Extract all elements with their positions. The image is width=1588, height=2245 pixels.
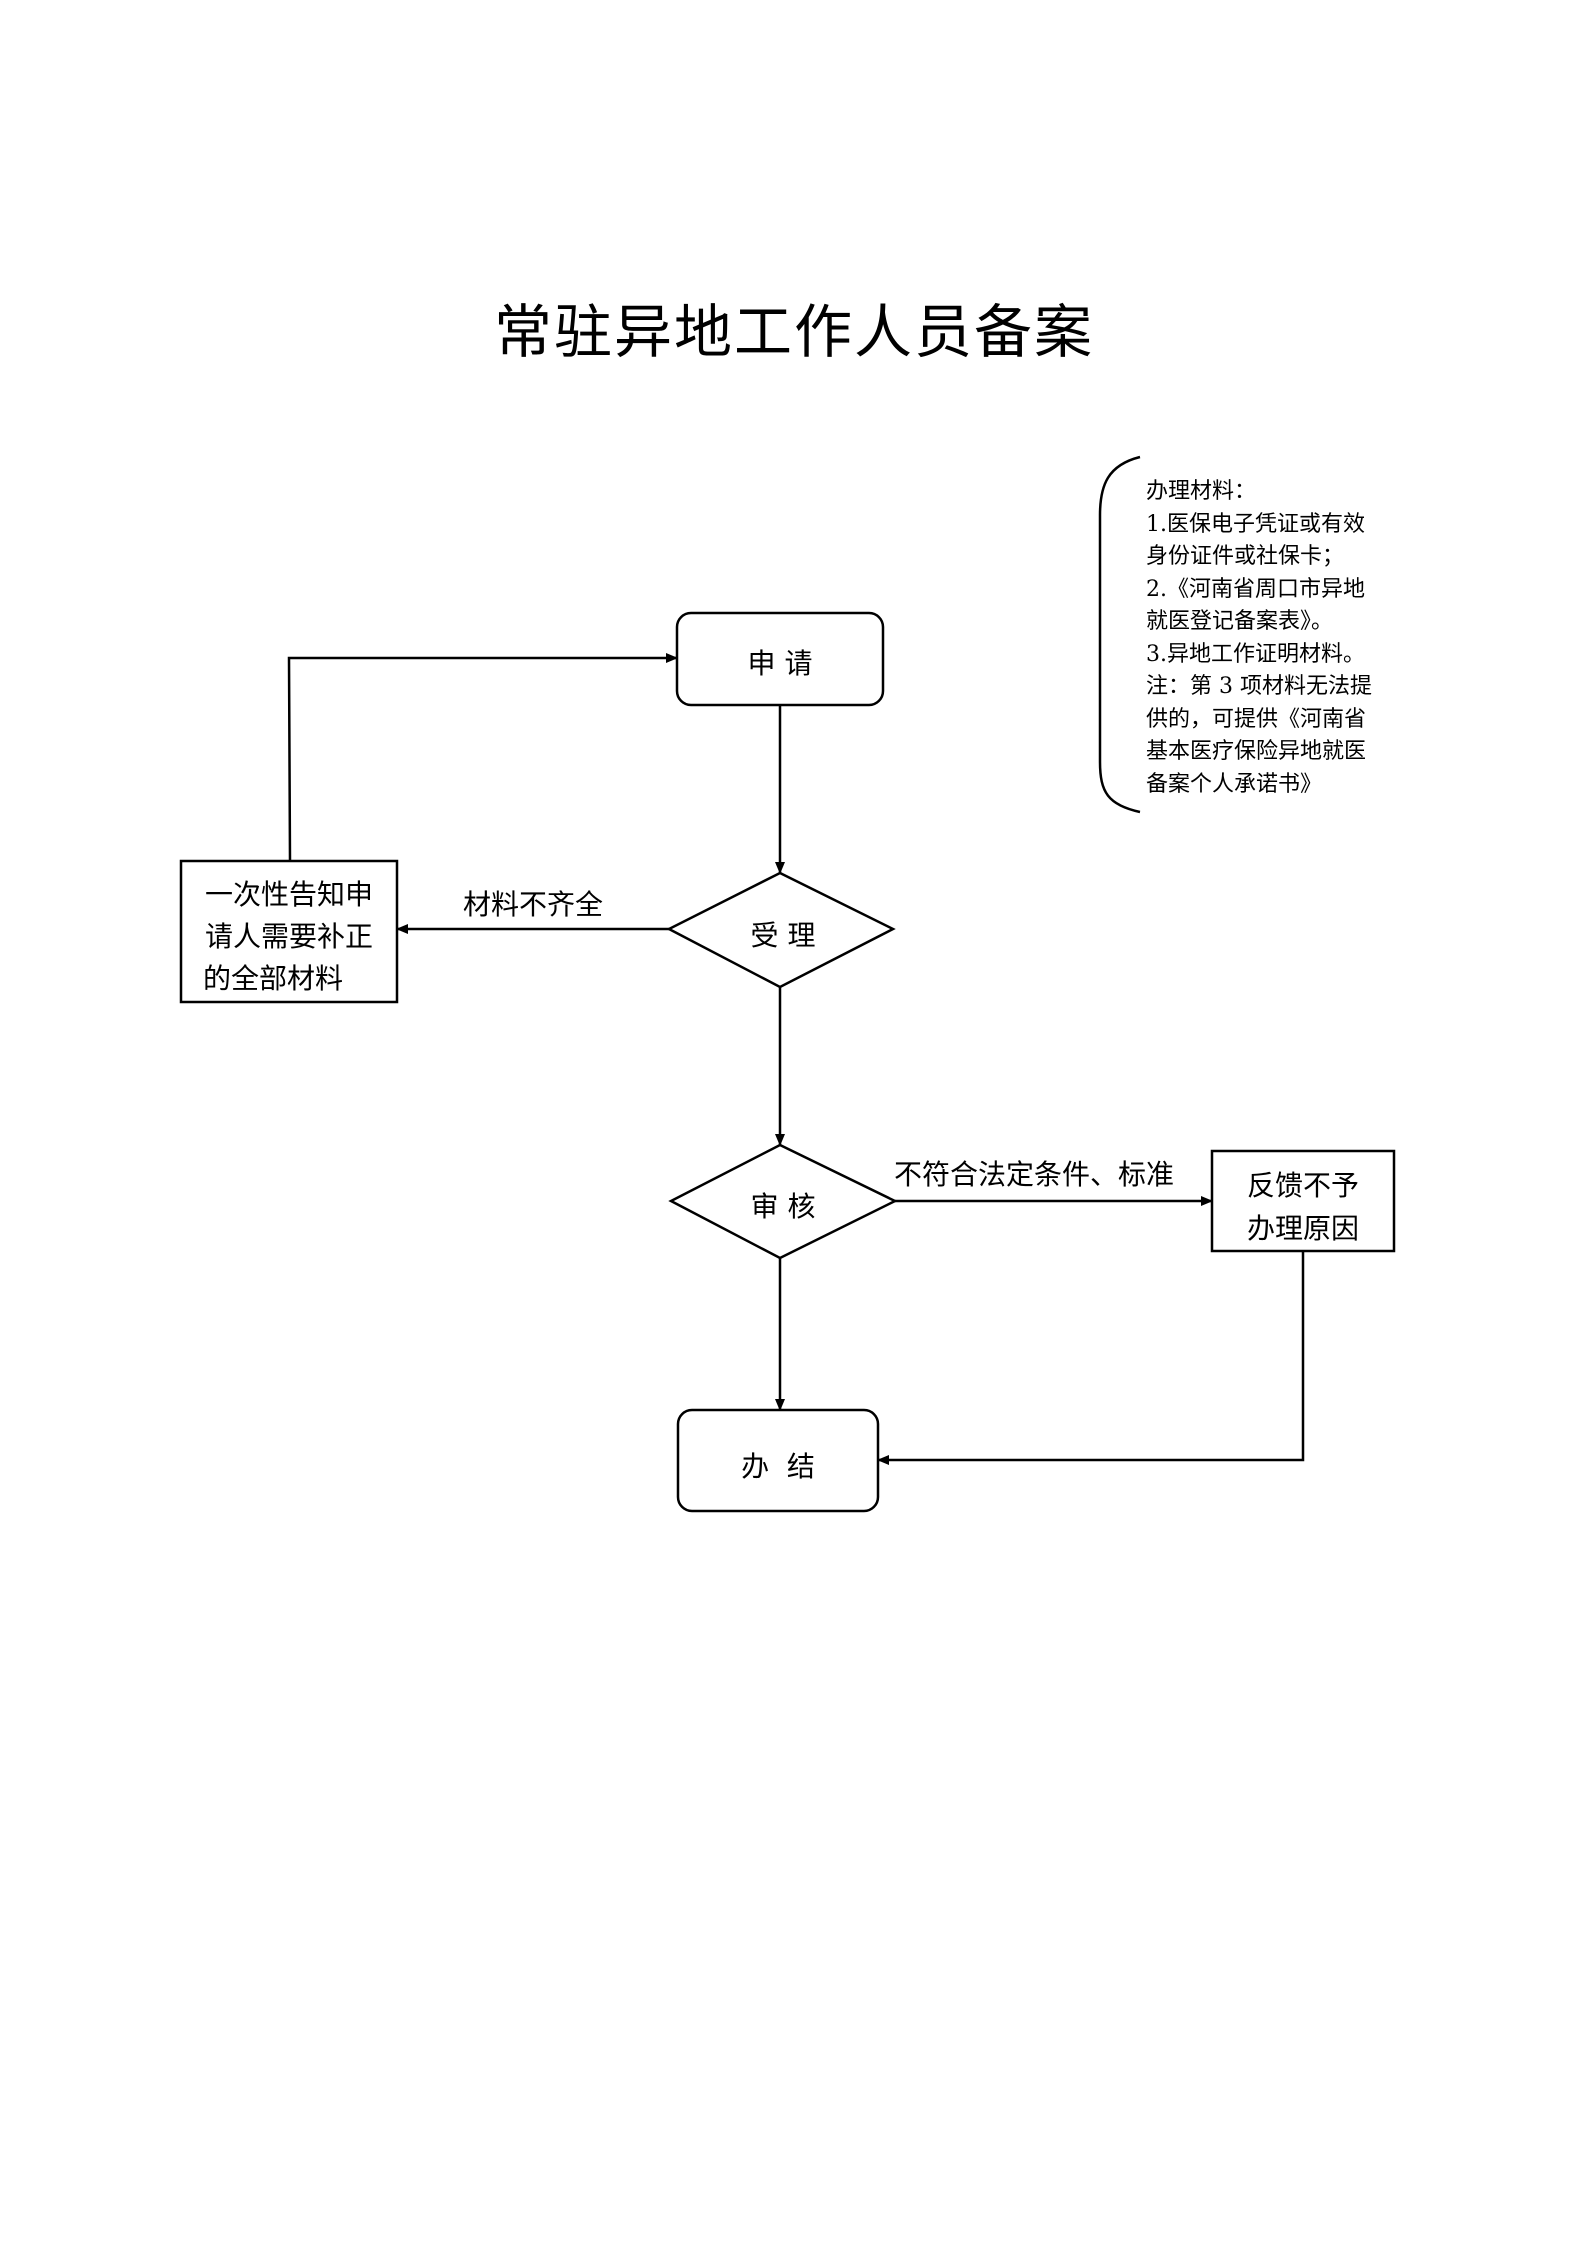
note-line: 就医登记备案表》。: [1146, 609, 1334, 634]
feedback-line: 办理原因: [1247, 1212, 1359, 1245]
note-line: 2.《河南省周口市异地: [1146, 576, 1365, 602]
note-line: 备案个人承诺书》: [1146, 771, 1323, 797]
supplement-line: 一次性告知申: [205, 878, 373, 911]
review-label: 审 核: [751, 1190, 816, 1223]
edge-supplement-apply: [287, 653, 678, 862]
apply-label: 申 请: [748, 647, 813, 680]
note-line: 1.医保电子凭证或有效: [1146, 511, 1365, 537]
materials-note: 办理材料： 1.医保电子凭证或有效 身份证件或社保卡； 2.《河南省周口市异地 …: [1146, 476, 1406, 801]
note-line: 3.异地工作证明材料。: [1146, 641, 1365, 667]
incomplete-edge-label: 材料不齐全: [463, 888, 603, 921]
complete-label: 办 结: [741, 1450, 815, 1483]
note-line: 注：第 3 项材料无法提: [1146, 674, 1372, 699]
note-line: 办理材料：: [1146, 479, 1257, 504]
accept-label: 受 理: [751, 919, 816, 952]
edge-feedback-complete: [877, 1251, 1305, 1465]
supplement-line: 的全部材料: [203, 962, 343, 995]
note-line: 基本医疗保险异地就医: [1146, 739, 1367, 764]
note-bracket: [1098, 455, 1141, 814]
page-title: 常驻异地工作人员备案: [493, 298, 1094, 366]
supplement-line: 请人需要补正: [205, 920, 373, 953]
note-line: 身份证件或社保卡；: [1146, 544, 1345, 569]
note-line: 供的，可提供《河南省: [1146, 706, 1367, 732]
not-qualified-edge-label: 不符合法定条件、标准: [894, 1158, 1174, 1191]
feedback-line: 反馈不予: [1247, 1169, 1359, 1202]
